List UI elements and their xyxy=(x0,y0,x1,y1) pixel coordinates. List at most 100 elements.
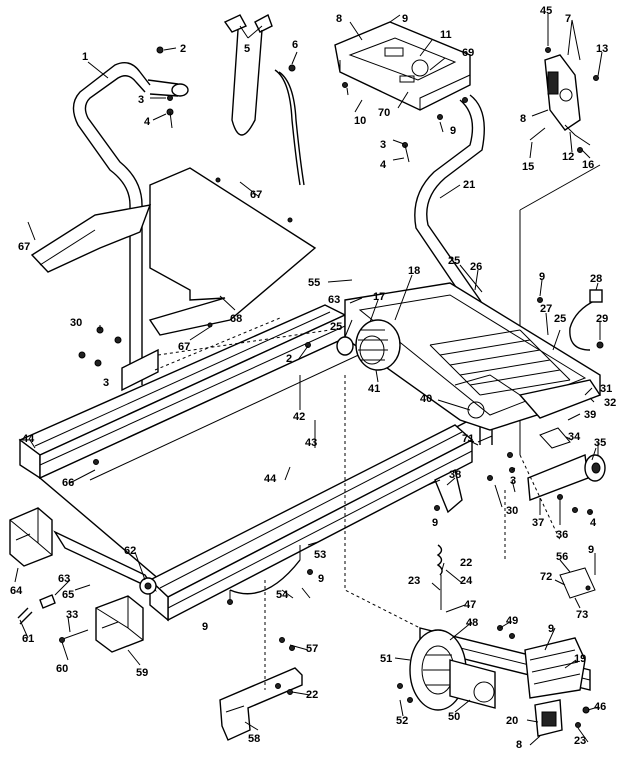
label-60: 60 xyxy=(56,663,68,675)
label-51: 51 xyxy=(380,653,392,665)
label-45: 45 xyxy=(540,5,552,17)
label-7: 7 xyxy=(565,13,571,25)
label-25b: 25 xyxy=(554,313,566,325)
label-67c: 67 xyxy=(178,341,190,353)
label-22b: 22 xyxy=(306,689,318,701)
label-20: 20 xyxy=(506,715,518,727)
label-25c: 25 xyxy=(330,321,342,333)
label-50: 50 xyxy=(448,711,460,723)
label-54: 54 xyxy=(276,589,289,601)
label-9d: 9 xyxy=(432,517,438,529)
leader-lines xyxy=(14,14,603,746)
label-65: 65 xyxy=(62,589,74,601)
label-5: 5 xyxy=(244,43,250,55)
label-47: 47 xyxy=(464,599,476,611)
label-40: 40 xyxy=(420,393,432,405)
label-9c: 9 xyxy=(539,271,545,283)
label-56: 56 xyxy=(556,551,568,563)
label-55: 55 xyxy=(308,277,320,289)
console-part xyxy=(334,21,471,163)
label-2b: 2 xyxy=(286,353,292,365)
label-31: 31 xyxy=(600,383,612,395)
sensor-bracket-part xyxy=(529,47,599,153)
label-15: 15 xyxy=(522,161,534,173)
label-6: 6 xyxy=(292,39,298,51)
label-22a: 22 xyxy=(460,557,472,569)
foot-part xyxy=(427,468,463,514)
label-53: 53 xyxy=(314,549,326,561)
label-69: 69 xyxy=(462,47,474,59)
label-44b: 44 xyxy=(264,473,277,485)
label-23b: 23 xyxy=(574,735,586,747)
label-17: 17 xyxy=(373,291,385,303)
label-48: 48 xyxy=(466,617,478,629)
label-9e: 9 xyxy=(318,573,324,585)
label-16: 16 xyxy=(582,159,594,171)
label-18: 18 xyxy=(408,265,420,277)
rear-end-caps-part xyxy=(9,507,157,653)
label-4: 4 xyxy=(144,116,151,128)
power-cable-part xyxy=(537,289,604,351)
label-73: 73 xyxy=(576,609,588,621)
label-2: 2 xyxy=(180,43,186,55)
label-3d: 3 xyxy=(510,475,516,487)
label-67a: 67 xyxy=(18,241,30,253)
label-63b: 63 xyxy=(58,573,70,585)
label-35: 35 xyxy=(594,437,606,449)
label-33: 33 xyxy=(66,609,78,621)
label-32: 32 xyxy=(604,397,616,409)
label-30b: 30 xyxy=(506,505,518,517)
label-25a: 25 xyxy=(448,255,460,267)
guide-lines xyxy=(154,317,561,690)
label-29: 29 xyxy=(596,313,608,325)
label-39: 39 xyxy=(584,409,596,421)
label-1: 1 xyxy=(82,51,88,63)
label-4b: 4 xyxy=(380,159,387,171)
label-43: 43 xyxy=(305,437,317,449)
label-67b: 67 xyxy=(250,189,262,201)
label-34: 34 xyxy=(568,431,581,443)
label-46: 46 xyxy=(594,701,606,713)
label-26: 26 xyxy=(470,261,482,273)
label-59: 59 xyxy=(136,667,148,679)
label-62: 62 xyxy=(124,545,136,557)
label-27: 27 xyxy=(540,303,552,315)
motor-pulley-part xyxy=(305,319,485,419)
label-8c: 8 xyxy=(516,739,522,751)
label-13: 13 xyxy=(596,43,608,55)
label-8: 8 xyxy=(336,13,342,25)
label-4c: 4 xyxy=(590,517,597,529)
label-58: 58 xyxy=(248,733,260,745)
label-37: 37 xyxy=(532,517,544,529)
label-19: 19 xyxy=(574,653,586,665)
label-24: 24 xyxy=(460,575,473,587)
label-41: 41 xyxy=(368,383,380,395)
treadmill-frame-part xyxy=(18,282,602,622)
label-9h: 9 xyxy=(548,623,554,635)
label-68: 68 xyxy=(230,313,242,325)
label-9: 9 xyxy=(402,13,408,25)
label-21: 21 xyxy=(463,179,475,191)
label-38: 38 xyxy=(449,469,461,481)
label-3c: 3 xyxy=(103,377,109,389)
label-9g: 9 xyxy=(202,621,208,633)
label-11: 11 xyxy=(440,29,452,41)
label-42: 42 xyxy=(293,411,305,423)
label-28: 28 xyxy=(590,273,602,285)
label-63: 63 xyxy=(328,294,340,306)
part-number-labels: 1 2 3 4 5 6 8 9 11 69 70 10 3 4 9 45 7 1… xyxy=(10,5,616,751)
label-64: 64 xyxy=(10,585,23,597)
right-bracket-part xyxy=(487,427,606,515)
label-70: 70 xyxy=(378,107,390,119)
label-30a: 30 xyxy=(70,317,82,329)
label-9f: 9 xyxy=(588,544,594,556)
label-8b: 8 xyxy=(520,113,526,125)
under-frame-part xyxy=(227,545,313,605)
label-44a: 44 xyxy=(22,433,35,445)
label-36: 36 xyxy=(556,529,568,541)
motor-hood-part xyxy=(30,167,317,336)
label-12: 12 xyxy=(562,151,574,163)
lower-bracket-part xyxy=(219,637,303,741)
